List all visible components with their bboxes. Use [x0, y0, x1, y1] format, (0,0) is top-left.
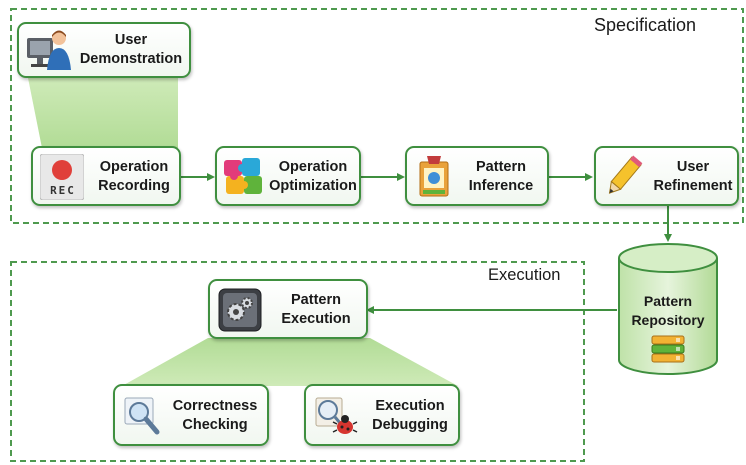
node-pattern-inference: Pattern Inference: [405, 146, 549, 206]
operation-recording-line1: Operation: [99, 159, 169, 175]
correctness-checking-line2: Checking: [182, 417, 248, 433]
specification-container: [10, 8, 744, 224]
bug-icon: [315, 397, 358, 434]
specification-title-text: Specification: [594, 15, 697, 35]
demo-funnel: [28, 78, 178, 148]
node-pattern-execution: Pattern Execution: [208, 279, 368, 339]
inference-icon: [419, 156, 449, 197]
pattern-repository-line1: Pattern: [643, 293, 693, 309]
node-user-refinement: User Refinement: [594, 146, 739, 206]
user-refinement-line1: User: [676, 159, 710, 175]
execution-debugging-line2: Debugging: [372, 417, 448, 433]
user-refinement-line2: Refinement: [653, 178, 733, 194]
repository-cylinder: [618, 243, 718, 375]
puzzle-icon: [224, 158, 262, 194]
gears-icon: [218, 288, 262, 332]
execution-title-text: Execution: [488, 266, 561, 284]
node-execution-debugging: Execution Debugging: [304, 384, 460, 446]
node-correctness-checking: Correctness Checking: [113, 384, 269, 446]
operation-optimization-line2: Optimization: [269, 178, 357, 194]
rec-text: REC: [50, 184, 76, 197]
pattern-repository-label: Pattern Repository: [619, 292, 717, 330]
node-user-demonstration: User Demonstration: [17, 22, 191, 78]
operation-recording-line2: Recording: [98, 178, 170, 194]
record-icon: [40, 154, 84, 200]
user-demonstration-line1: User: [114, 32, 148, 48]
database-icon: [651, 335, 685, 363]
magnifier-icon: [124, 397, 160, 435]
pattern-repository-line2: Repository: [631, 312, 705, 328]
specification-title: Specification: [592, 15, 699, 36]
execution-container: [10, 261, 585, 462]
user-demonstration-line2: Demonstration: [79, 51, 183, 67]
pattern-inference-line1: Pattern: [476, 159, 526, 175]
execution-debugging-line1: Execution: [375, 398, 445, 414]
correctness-checking-line1: Correctness: [172, 398, 258, 414]
pencil-icon: [608, 155, 643, 194]
execution-title: Execution: [486, 266, 563, 285]
node-operation-optimization: Operation Optimization: [215, 146, 361, 206]
node-operation-recording: REC Operation Recording: [31, 146, 181, 206]
operation-optimization-line1: Operation: [278, 159, 348, 175]
pattern-execution-line2: Execution: [281, 311, 351, 327]
user-computer-icon: [27, 30, 71, 70]
execution-funnel: [122, 338, 458, 386]
pattern-inference-line2: Inference: [468, 178, 534, 194]
pattern-execution-line1: Pattern: [291, 292, 341, 308]
